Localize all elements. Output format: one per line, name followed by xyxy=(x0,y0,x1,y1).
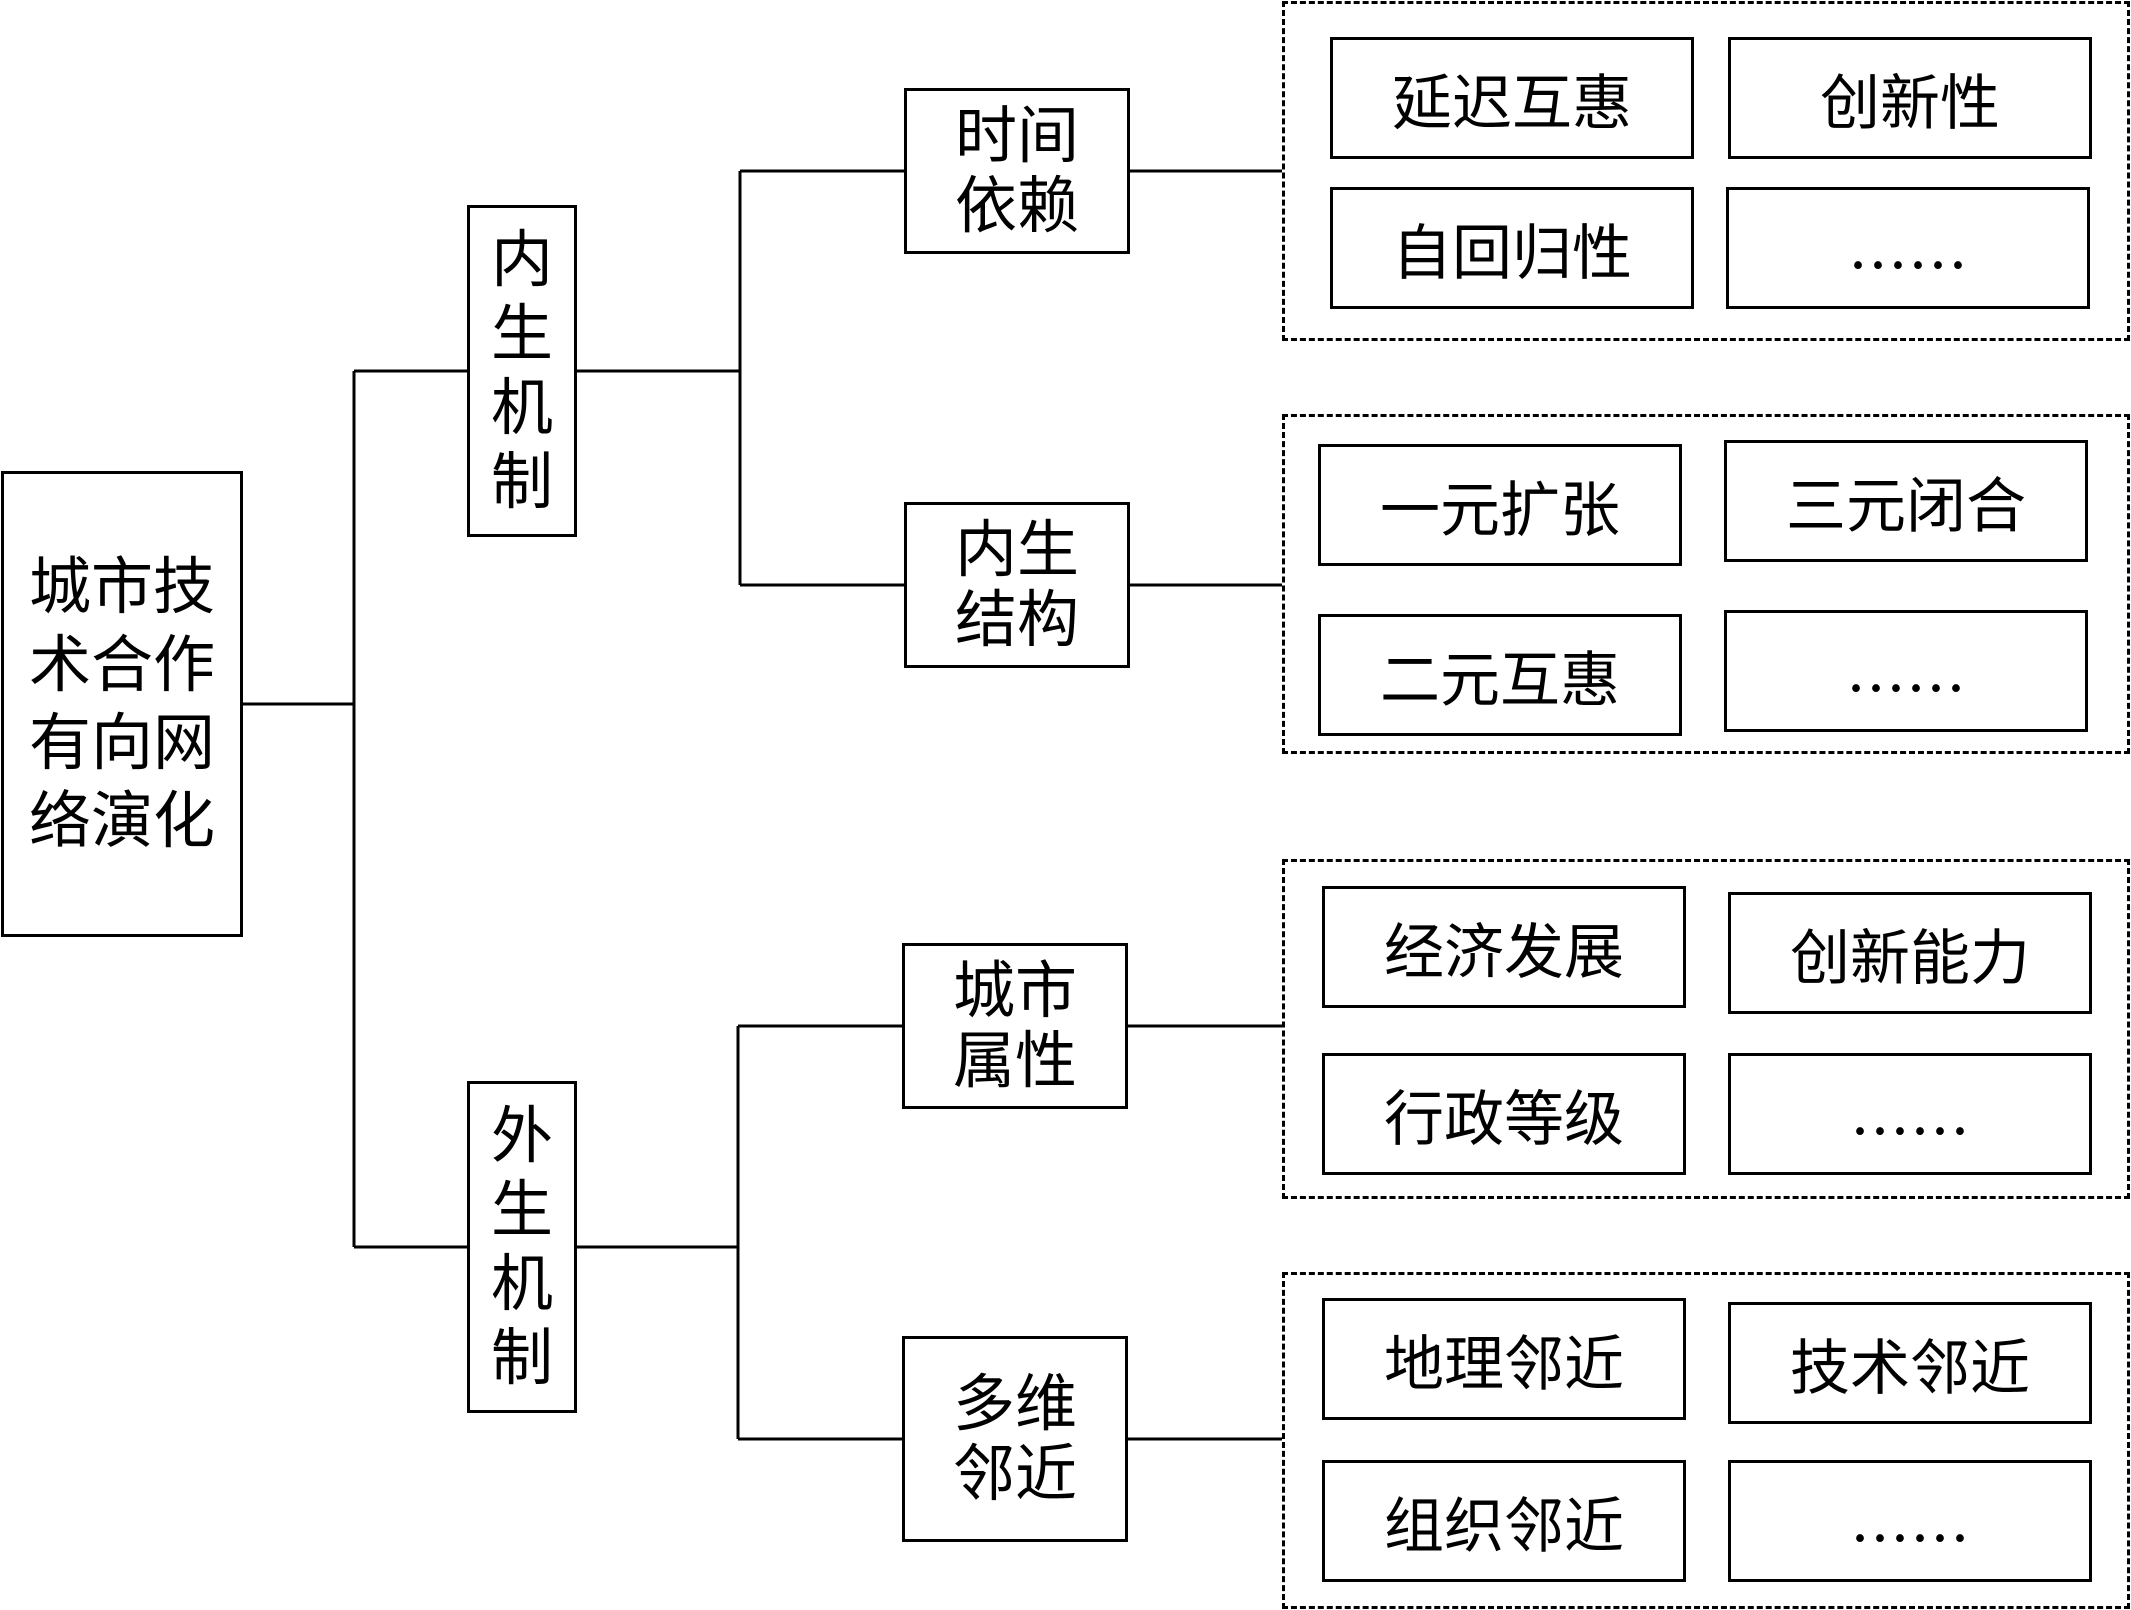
root-node: 城市技术合作有向网络演化 xyxy=(1,471,243,937)
sub-node-label: 城市属性 xyxy=(952,954,1077,1097)
leaf-item: …… xyxy=(1724,610,2088,732)
leaf-item: …… xyxy=(1726,187,2090,309)
group-multi-proximity xyxy=(1282,1272,2130,1609)
leaf-item: 自回归性 xyxy=(1330,187,1694,309)
branch-node-exogenous: 外生机制 xyxy=(467,1081,577,1413)
sub-node-label: 时间依赖 xyxy=(954,99,1079,242)
sub-node-time-dependence: 时间依赖 xyxy=(904,88,1130,254)
leaf-item: 创新性 xyxy=(1728,37,2092,159)
sub-node-multi-proximity: 多维邻近 xyxy=(902,1336,1128,1542)
branch-label: 外生机制 xyxy=(490,1099,553,1394)
leaf-item: 地理邻近 xyxy=(1322,1298,1686,1420)
leaf-item: 行政等级 xyxy=(1322,1053,1686,1175)
leaf-item: 二元互惠 xyxy=(1318,614,1682,736)
group-endogenous-structure xyxy=(1282,414,2130,754)
group-city-attributes xyxy=(1282,859,2130,1199)
branch-label: 内生机制 xyxy=(490,223,553,518)
branch-node-endogenous: 内生机制 xyxy=(467,205,577,537)
sub-node-endogenous-structure: 内生结构 xyxy=(904,502,1130,668)
leaf-item: …… xyxy=(1728,1053,2092,1175)
leaf-item: 技术邻近 xyxy=(1728,1302,2092,1424)
leaf-item: …… xyxy=(1728,1460,2092,1582)
sub-node-city-attributes: 城市属性 xyxy=(902,943,1128,1109)
leaf-item: 三元闭合 xyxy=(1724,440,2088,562)
sub-node-label: 内生结构 xyxy=(954,513,1079,656)
sub-node-label: 多维邻近 xyxy=(952,1367,1077,1510)
group-time-dependence xyxy=(1282,1,2130,341)
leaf-item: 组织邻近 xyxy=(1322,1460,1686,1582)
root-label: 城市技术合作有向网络演化 xyxy=(28,550,215,857)
leaf-item: 经济发展 xyxy=(1322,886,1686,1008)
leaf-item: 创新能力 xyxy=(1728,892,2092,1014)
leaf-item: 延迟互惠 xyxy=(1330,37,1694,159)
leaf-item: 一元扩张 xyxy=(1318,444,1682,566)
